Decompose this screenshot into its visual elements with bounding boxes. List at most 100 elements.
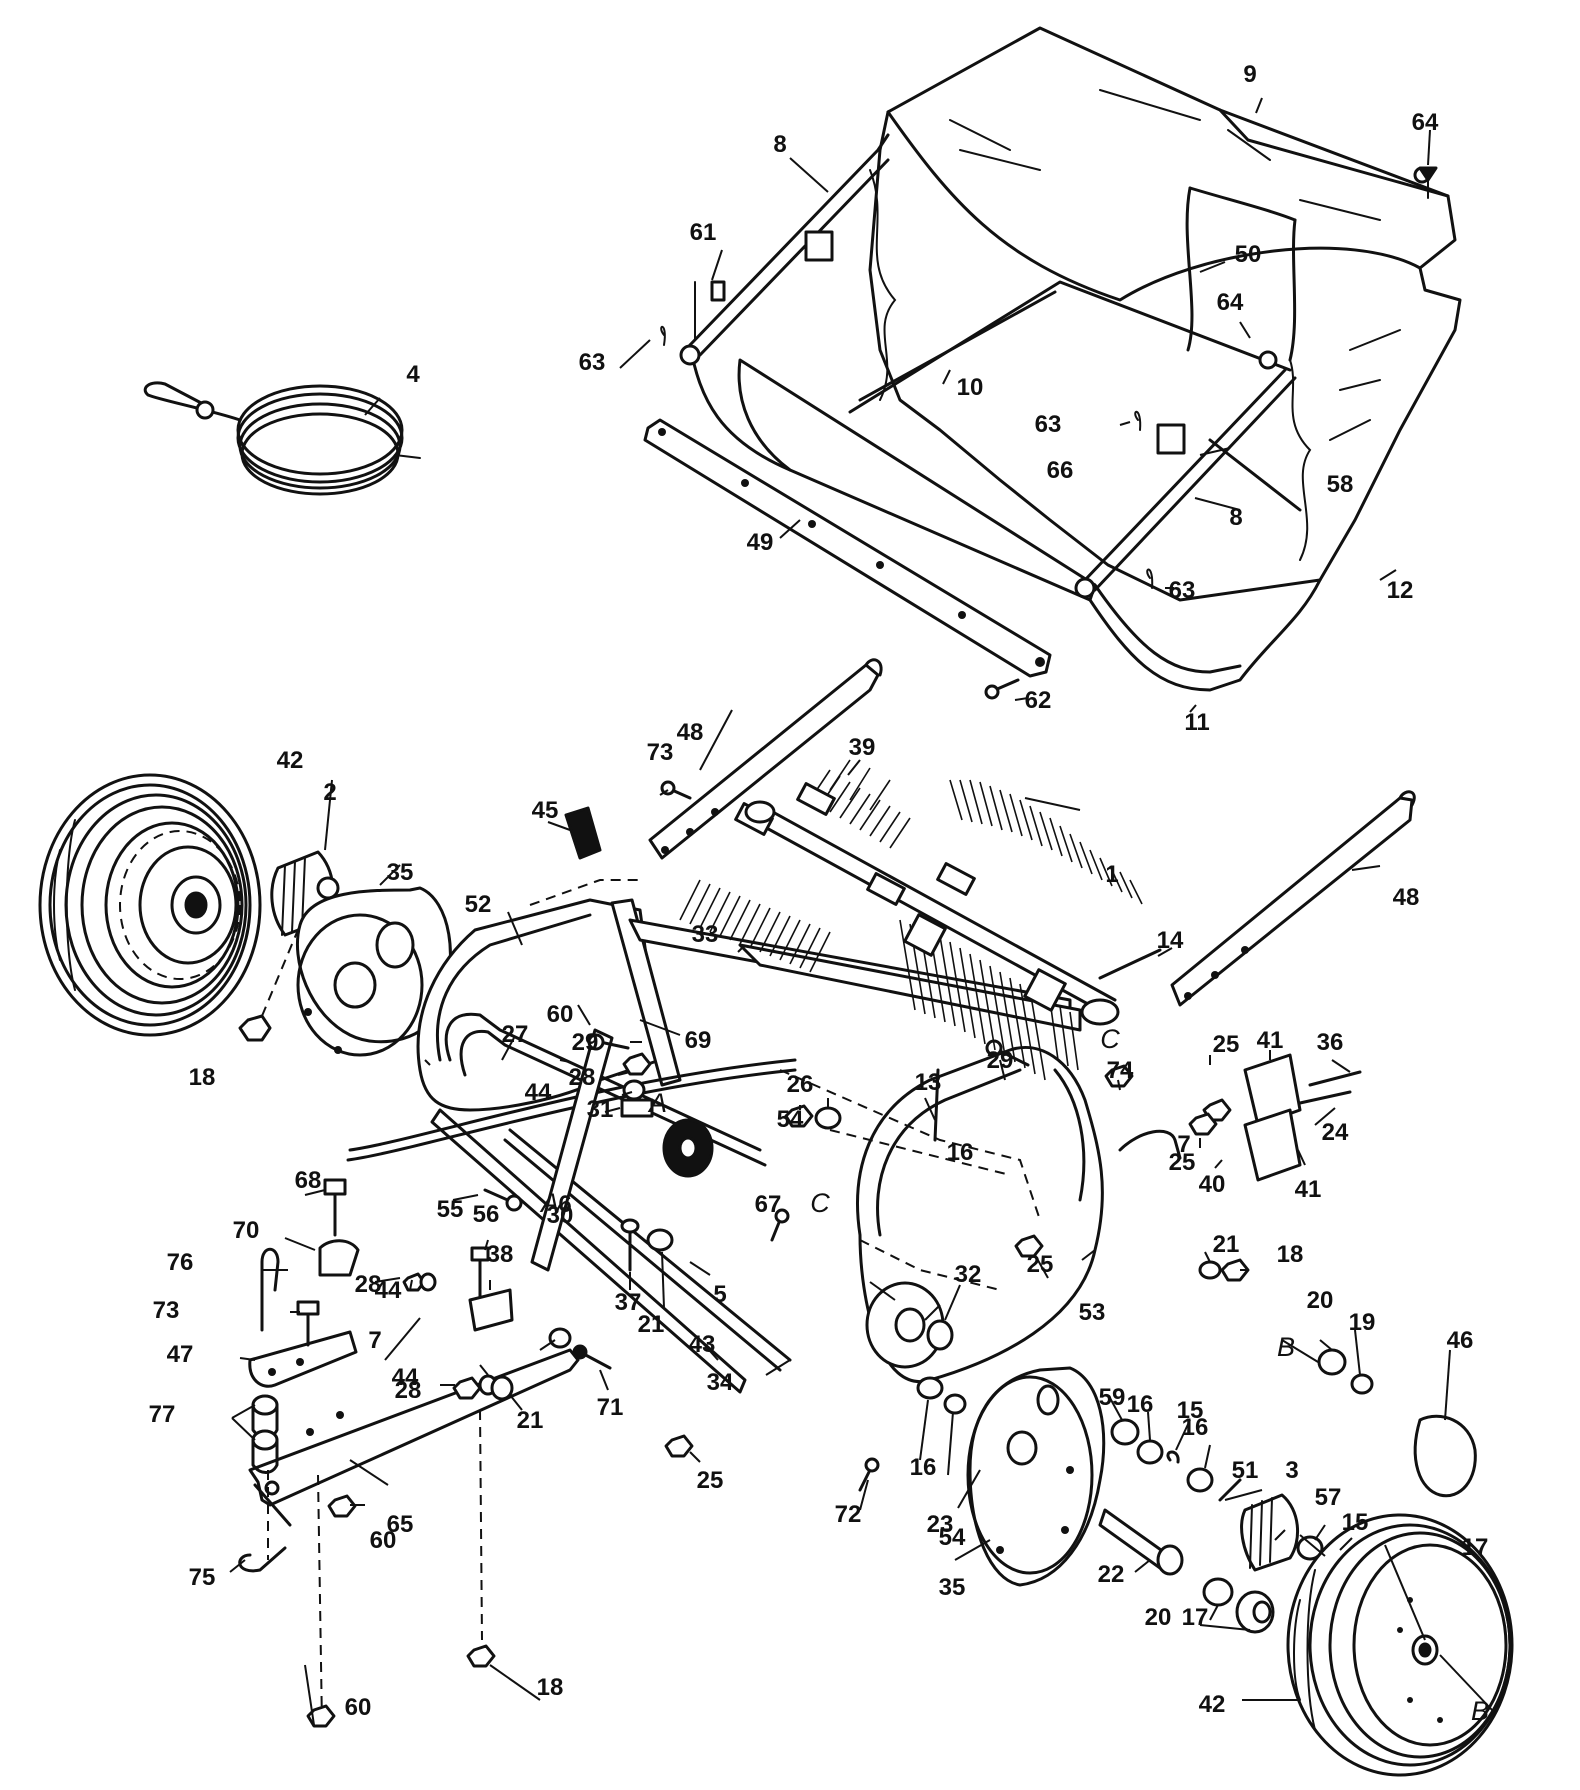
part-label-48: 48 [677, 719, 704, 746]
part-label-42: 42 [277, 747, 304, 774]
part-label-73: 73 [153, 1297, 180, 1324]
part-label-52: 52 [465, 891, 492, 918]
part-label-34: 34 [707, 1369, 734, 1396]
part-label-28: 28 [569, 1064, 596, 1091]
part-label-15: 15 [1342, 1509, 1369, 1536]
part-label-64: 64 [1412, 109, 1439, 136]
part-label-39: 39 [849, 734, 876, 761]
part-label-25: 25 [1213, 1031, 1240, 1058]
part-label-8: 8 [1229, 504, 1242, 531]
part-label-2: 2 [323, 779, 336, 806]
height-adjuster [1188, 1053, 1362, 1182]
part-label-67: 67 [755, 1191, 782, 1218]
part-label-74: 74 [1107, 1057, 1134, 1084]
part-label-20: 20 [1307, 1287, 1334, 1314]
part-label-58: 58 [1327, 471, 1354, 498]
part-label-29: 29 [987, 1047, 1014, 1074]
part-label-42: 42 [1199, 1691, 1226, 1718]
part-label-71: 71 [597, 1394, 624, 1421]
front-rail [643, 418, 1052, 700]
part-label-44: 44 [375, 1277, 402, 1304]
part-label-21: 21 [638, 1311, 665, 1338]
hopper-bag [660, 26, 1462, 692]
part-label-51: 51 [1232, 1457, 1259, 1484]
part-label-32: 32 [955, 1261, 982, 1288]
part-label-10: 10 [957, 374, 984, 401]
ref-letter-b: B [1471, 1696, 1489, 1726]
part-label-65: 65 [387, 1511, 414, 1538]
main-frame [346, 879, 1104, 1394]
part-label-15: 15 [1177, 1397, 1204, 1424]
part-label-41: 41 [1295, 1176, 1322, 1203]
part-label-49: 49 [747, 529, 774, 556]
part-label-62: 62 [1025, 687, 1052, 714]
part-label-68: 68 [295, 1167, 322, 1194]
part-label-25: 25 [1027, 1251, 1054, 1278]
part-label-55: 55 [437, 1196, 464, 1223]
part-label-37: 37 [615, 1289, 642, 1316]
wheel-cover-left [295, 886, 452, 1057]
part-label-18: 18 [537, 1674, 564, 1701]
part-label-24: 24 [1322, 1119, 1349, 1146]
part-label-4: 4 [406, 361, 420, 388]
ref-letter-c: C [810, 1188, 830, 1218]
part-label-38: 38 [487, 1241, 514, 1268]
cable-coil [143, 381, 421, 496]
brush-assembly [679, 759, 1162, 1081]
part-label-36: 36 [1317, 1029, 1344, 1056]
part-label-7: 7 [1177, 1131, 1190, 1158]
part-label-20: 20 [1145, 1604, 1172, 1631]
part-label-1: 1 [1105, 861, 1118, 888]
part-label-45: 45 [532, 797, 559, 824]
part-label-60: 60 [345, 1694, 372, 1721]
part-label-72: 72 [835, 1501, 862, 1528]
part-label-63: 63 [1035, 411, 1062, 438]
part-label-63: 63 [579, 349, 606, 376]
part-label-59: 59 [1099, 1384, 1126, 1411]
part-label-41: 41 [1257, 1027, 1284, 1054]
part-label-43: 43 [689, 1331, 716, 1358]
part-label-8: 8 [773, 131, 786, 158]
part-label-7: 7 [368, 1327, 381, 1354]
part-label-35: 35 [387, 859, 414, 886]
part-label-21: 21 [517, 1407, 544, 1434]
ref-letter-a: A [539, 1188, 559, 1218]
part-label-26: 26 [787, 1071, 814, 1098]
part-label-46: 46 [1447, 1327, 1474, 1354]
mid-hardware [402, 780, 1134, 1492]
part-label-21: 21 [1213, 1231, 1240, 1258]
part-label-25: 25 [697, 1467, 724, 1494]
ref-letter-c: C [1100, 1024, 1120, 1054]
part-label-48: 48 [1393, 884, 1420, 911]
part-label-69: 69 [685, 1027, 712, 1054]
part-label-75: 75 [189, 1564, 216, 1591]
part-label-60: 60 [547, 1001, 574, 1028]
part-label-23: 23 [927, 1511, 954, 1538]
handle-bracket [238, 1178, 580, 1728]
part-label-19: 19 [1349, 1309, 1376, 1336]
right-hub-hardware [865, 1129, 1250, 1415]
part-label-18: 18 [1277, 1241, 1304, 1268]
part-label-40: 40 [1199, 1171, 1226, 1198]
part-label-61: 61 [690, 219, 717, 246]
part-label-73: 73 [647, 739, 674, 766]
part-label-35: 35 [939, 1574, 966, 1601]
right-wheel [1286, 1513, 1514, 1777]
part-label-47: 47 [167, 1341, 194, 1368]
part-label-44: 44 [525, 1079, 552, 1106]
part-label-31: 31 [587, 1096, 614, 1123]
part-label-54: 54 [777, 1106, 804, 1133]
wheel-cover-right [966, 1366, 1106, 1587]
part-label-33: 33 [692, 921, 719, 948]
part-label-70: 70 [233, 1217, 260, 1244]
right-axle-hardware [1098, 1348, 1477, 1634]
part-label-16: 16 [947, 1139, 974, 1166]
part-label-3: 3 [1285, 1457, 1298, 1484]
part-label-17: 17 [1182, 1604, 1209, 1631]
left-wheel [38, 773, 262, 1037]
leader-lines [229, 97, 1493, 1726]
part-label-56: 56 [473, 1201, 500, 1228]
part-label-28: 28 [355, 1271, 382, 1298]
ref-letter-b: B [1277, 1332, 1295, 1362]
